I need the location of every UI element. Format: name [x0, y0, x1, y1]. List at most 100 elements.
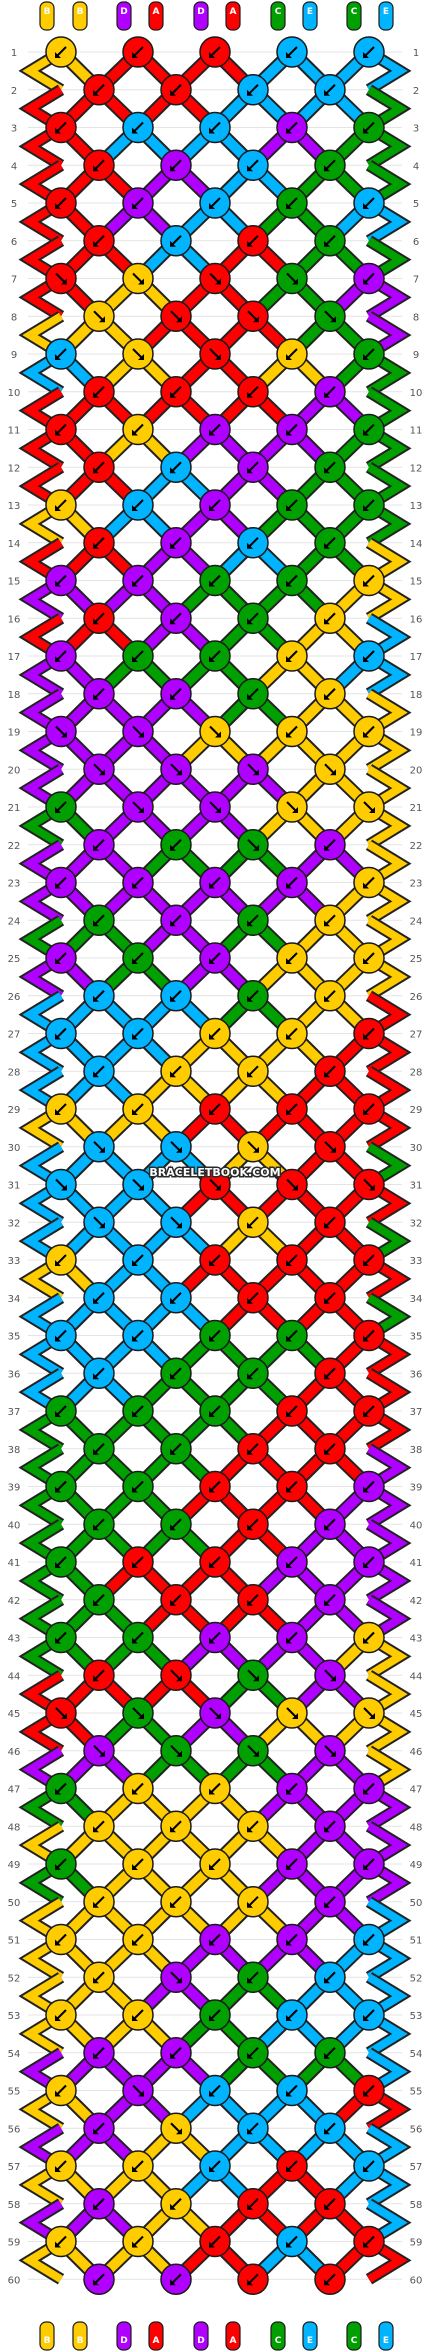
row-number-left: 2	[11, 86, 17, 97]
knot-arrowhead-icon	[330, 1675, 336, 1682]
knot-arrowhead-icon	[170, 1373, 176, 1380]
knot-arrowhead-icon	[286, 2241, 292, 2248]
row-number-right: 59	[410, 2238, 423, 2249]
knot-arrowhead-icon	[132, 1033, 138, 1040]
knot-arrowhead-icon	[132, 1788, 138, 1795]
knot-arrowhead-icon	[93, 920, 99, 927]
knot-arrowhead-icon	[286, 1335, 292, 1342]
row-number-right: 4	[413, 161, 419, 172]
bottom-strand-letter: A	[230, 2336, 237, 2346]
knot-arrowhead-icon	[286, 1486, 292, 1493]
knot-arrowhead-icon	[93, 2052, 99, 2059]
knot-arrowhead-icon	[330, 1750, 336, 1757]
knot-arrowhead-icon	[132, 1637, 138, 1644]
row-number-right: 45	[410, 1709, 423, 1720]
row-number-left: 17	[8, 652, 21, 663]
knot-arrowhead-icon	[93, 1675, 99, 1682]
knot-arrowhead-icon	[55, 1864, 61, 1870]
knot-arrowhead-icon	[369, 1713, 375, 1719]
row-number-left: 18	[8, 690, 21, 701]
row-number-right: 55	[410, 2087, 423, 2098]
knot-arrowhead-icon	[93, 89, 99, 96]
knot-arrowhead-icon	[363, 52, 369, 58]
row-number-right: 44	[410, 1671, 423, 1682]
row-number-right: 35	[410, 1332, 423, 1343]
row-number-right: 16	[410, 614, 423, 625]
row-number-right: 18	[410, 690, 423, 701]
knot-arrowhead-icon	[209, 1486, 215, 1493]
row-number-right: 21	[410, 803, 423, 814]
knot-arrowhead-icon	[209, 1033, 215, 1040]
knot-arrowhead-icon	[93, 2279, 99, 2286]
knot-arrowhead-icon	[61, 731, 67, 738]
knot-arrowhead-icon	[170, 1826, 176, 1833]
row-number-right: 54	[410, 2049, 423, 2060]
knot-arrowhead-icon	[324, 2279, 330, 2286]
knot-arrowhead-icon	[138, 1184, 144, 1191]
top-strand	[270, 1, 286, 31]
knot-arrowhead-icon	[324, 467, 330, 474]
knot-arrowhead-icon	[176, 1977, 182, 1984]
knot-arrowhead-icon	[286, 1411, 292, 1417]
knot-arrowhead-icon	[247, 1599, 253, 1606]
knot-arrowhead-icon	[292, 1713, 298, 1719]
knot-arrowhead-icon	[132, 1562, 138, 1568]
knot-arrowhead-icon	[55, 52, 61, 58]
knot-arrowhead-icon	[138, 2090, 144, 2097]
knot-arrowhead-icon	[253, 1750, 259, 1757]
knot-arrowhead-icon	[253, 1146, 259, 1153]
knot-arrowhead-icon	[324, 1901, 330, 1908]
knot-arrowhead-icon	[93, 1826, 99, 1833]
knot-arrowhead-icon	[363, 1033, 369, 1040]
top-strand-letter: C	[351, 7, 358, 17]
bottom-strand	[270, 2321, 286, 2351]
knot-arrowhead-icon	[253, 1675, 259, 1682]
knot-arrowhead-icon	[61, 1184, 67, 1191]
knot-arrowhead-icon	[55, 127, 61, 134]
knot-arrowhead-icon	[132, 1260, 138, 1266]
knot-arrowhead-icon	[286, 2166, 292, 2172]
knot-arrowhead-icon	[55, 2241, 61, 2248]
row-number-right: 34	[410, 1294, 423, 1305]
row-number-left: 14	[8, 539, 21, 550]
top-strand	[302, 1, 318, 31]
row-number-left: 33	[8, 1256, 21, 1267]
row-number-right: 53	[410, 2011, 423, 2022]
knot-arrowhead-icon	[286, 1033, 292, 1040]
top-strand	[193, 1, 209, 31]
knot-arrowhead-icon	[55, 580, 61, 587]
knot-arrowhead-icon	[132, 52, 138, 58]
knot-arrowhead-icon	[247, 542, 253, 549]
knot-arrowhead-icon	[132, 2166, 138, 2172]
knot-arrowhead-icon	[247, 1222, 253, 1229]
bottom-strand-letter: A	[153, 2336, 160, 2346]
row-number-right: 42	[410, 1596, 423, 1607]
knot-arrowhead-icon	[247, 391, 253, 398]
row-number-right: 6	[413, 237, 419, 248]
row-number-left: 19	[8, 728, 21, 739]
row-number-right: 56	[410, 2124, 423, 2135]
row-number-left: 58	[8, 2200, 21, 2211]
knot-arrowhead-icon	[55, 354, 61, 360]
top-strand-letter: C	[275, 7, 282, 17]
knot-arrowhead-icon	[330, 316, 336, 323]
row-number-right: 5	[413, 199, 419, 210]
knot-arrowhead-icon	[170, 1448, 176, 1455]
knot-arrowhead-icon	[247, 2052, 253, 2059]
knot-arrowhead-icon	[286, 2015, 292, 2021]
knot-arrowhead-icon	[132, 2015, 138, 2021]
row-number-right: 27	[410, 1030, 423, 1041]
row-number-left: 9	[11, 350, 17, 361]
knot-arrowhead-icon	[247, 1524, 253, 1531]
knot-arrowhead-icon	[286, 1637, 292, 1644]
top-strand	[225, 1, 241, 31]
knot-arrowhead-icon	[286, 354, 292, 360]
knot-arrowhead-icon	[99, 769, 105, 776]
knot-arrowhead-icon	[324, 1524, 330, 1531]
row-number-left: 55	[8, 2087, 21, 2098]
knot-arrowhead-icon	[363, 882, 369, 889]
knot-arrowhead-icon	[93, 467, 99, 474]
knot-arrowhead-icon	[363, 1260, 369, 1266]
knot-arrowhead-icon	[209, 1411, 215, 1417]
row-number-left: 42	[8, 1596, 21, 1607]
